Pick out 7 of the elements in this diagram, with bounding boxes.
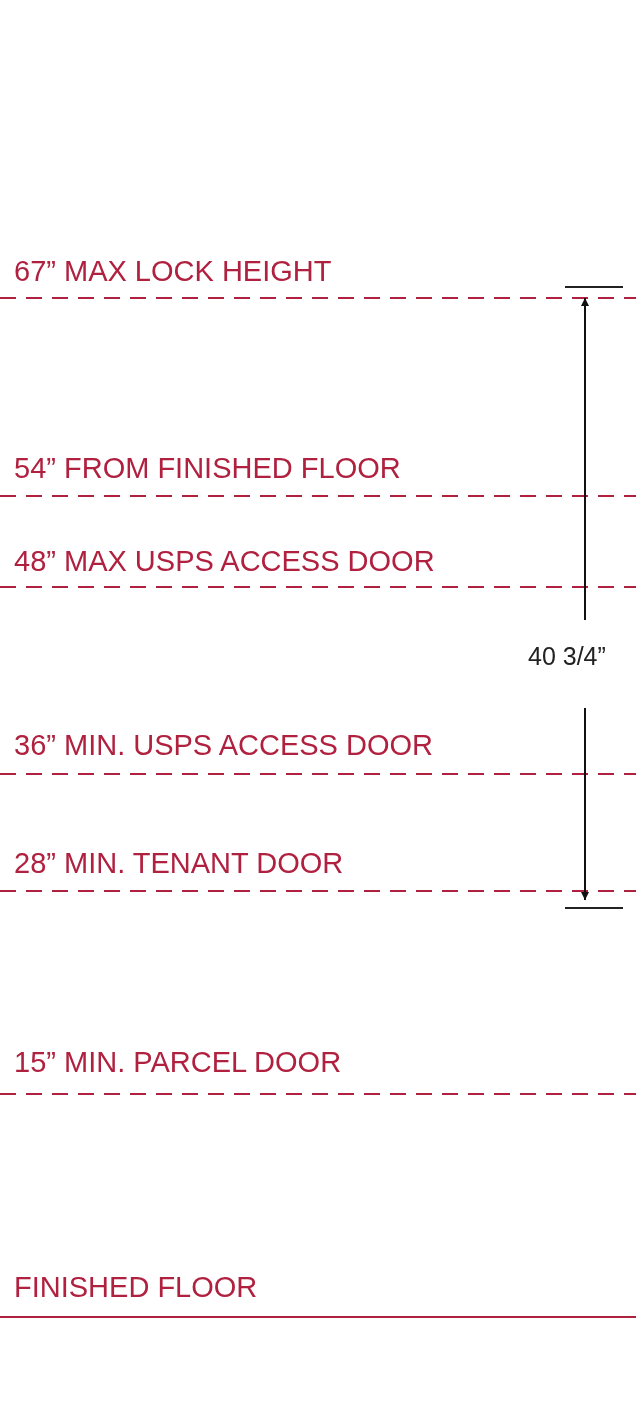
level-label: FINISHED FLOOR	[14, 1273, 258, 1302]
level-label: 15” MIN. PARCEL DOOR	[14, 1048, 342, 1077]
level-label: 54” FROM FINISHED FLOOR	[14, 454, 401, 483]
level-label: 36” MIN. USPS ACCESS DOOR	[14, 731, 433, 760]
level-label: 67” MAX LOCK HEIGHT	[14, 257, 332, 286]
level-label: 48” MAX USPS ACCESS DOOR	[14, 547, 435, 576]
level-label: 28” MIN. TENANT DOOR	[14, 849, 344, 878]
